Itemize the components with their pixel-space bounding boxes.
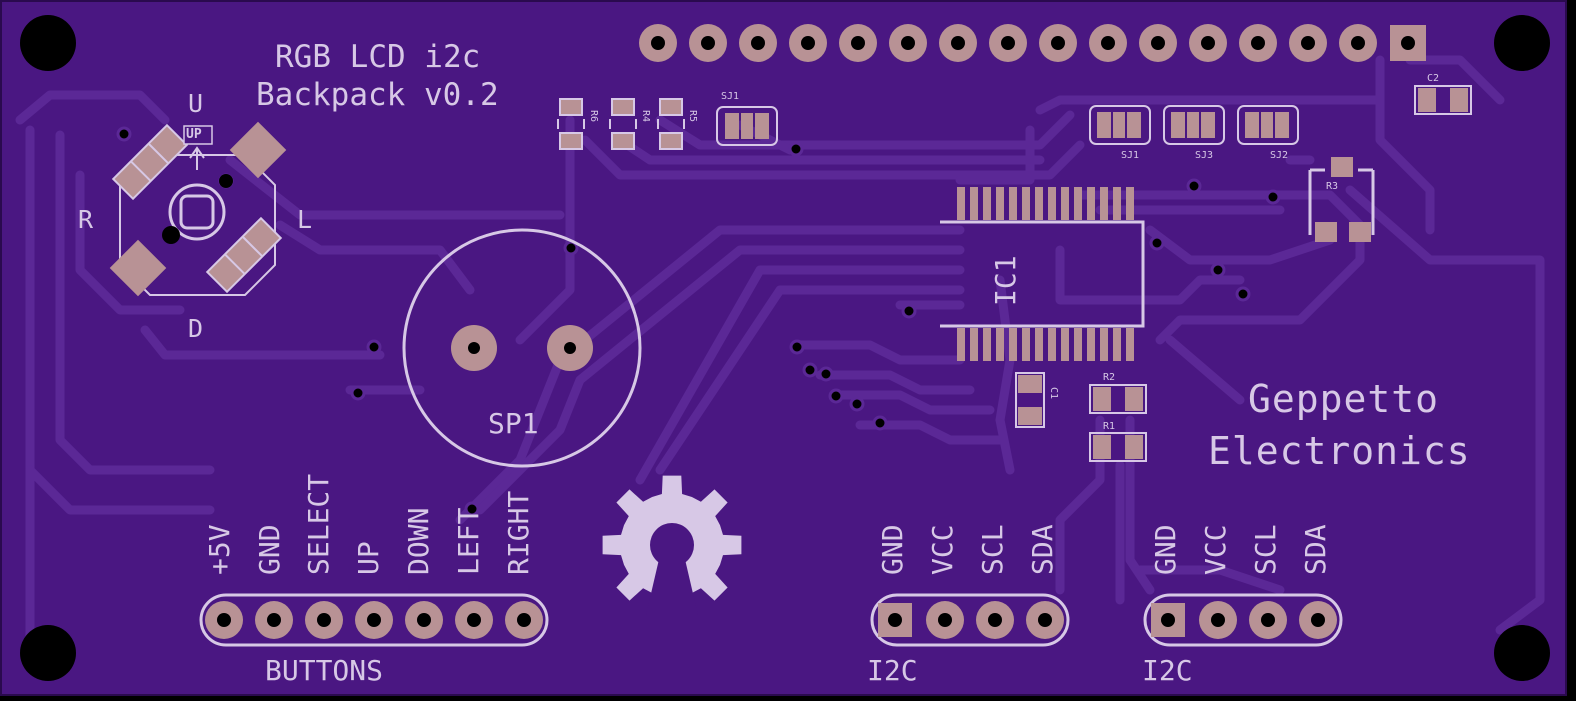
pin-label-gnd: GND [253, 524, 286, 575]
ic-pin [1087, 328, 1095, 361]
ic-pin [957, 187, 965, 220]
pin-label-5v: +5V [203, 524, 236, 575]
ic-pin [1061, 187, 1069, 220]
r6-label: R6 [588, 110, 599, 123]
ic-pin [1113, 328, 1121, 361]
ic1-chip [940, 187, 1145, 361]
buttons-header-label: BUTTONS [265, 654, 384, 687]
sj1-label: SJ1 [1121, 150, 1140, 161]
dpad-left-label: L [297, 205, 313, 234]
ic-pin [1100, 328, 1108, 361]
board-title-line2: Backpack v0.2 [256, 77, 499, 113]
ic-pin [1022, 187, 1030, 220]
ic-pin [1035, 328, 1043, 361]
ic-pin [1035, 187, 1043, 220]
ic-pin [996, 187, 1004, 220]
i2c1-pin-scl: SCL [976, 524, 1009, 575]
ic-pin [983, 187, 991, 220]
board-title-line1: RGB LCD i2c [275, 39, 481, 75]
ic-pin [970, 187, 978, 220]
r5-label: R5 [687, 110, 698, 123]
ic-pin [1087, 187, 1095, 220]
ic-pin [1100, 187, 1108, 220]
ic-pin [1022, 328, 1030, 361]
ic-pin [1074, 328, 1082, 361]
ic-pin [1009, 328, 1017, 361]
solder-jumpers [716, 105, 1299, 146]
brand-line1: Geppetto [1248, 377, 1440, 421]
ic-pin [957, 328, 965, 361]
i2c1-pin-gnd: GND [876, 524, 909, 575]
pin-label-down: DOWN [402, 507, 435, 575]
c1-label: C1 [1048, 387, 1059, 400]
ic-pin [1126, 187, 1134, 220]
ic-pin [1048, 328, 1056, 361]
i2c-header-1-pads [870, 593, 1070, 647]
mounting-hole-icon [20, 15, 1550, 681]
i2c-header-2-pads [1143, 593, 1343, 647]
sj2-label: SJ2 [1270, 150, 1289, 161]
pin-label-right: RIGHT [502, 490, 535, 575]
r1-label: R1 [1103, 421, 1116, 432]
ic-pin [996, 328, 1004, 361]
ic-pin [1048, 187, 1056, 220]
c2-label: C2 [1427, 73, 1440, 84]
r2-label: R2 [1103, 372, 1116, 383]
open-hardware-gear-icon [602, 475, 742, 615]
i2c2-pin-scl: SCL [1249, 524, 1282, 575]
i2c1-pin-vcc: VCC [926, 524, 959, 575]
ic-pin [1113, 187, 1121, 220]
dpad-up-marker: UP [186, 127, 202, 142]
pin-label-up: UP [352, 541, 385, 575]
r4-label: R4 [640, 110, 651, 123]
copper-traces [15, 55, 1545, 665]
trimmer-r3 [1308, 157, 1375, 242]
i2c2-pin-vcc: VCC [1199, 524, 1232, 575]
brand-line2: Electronics [1208, 429, 1471, 473]
dpad-right-label: R [78, 205, 94, 234]
i2c1-pin-sda: SDA [1026, 524, 1059, 575]
smd-resistors [559, 98, 683, 150]
i2c2-header-label: I2C [1142, 654, 1193, 687]
buttons-header-pads [199, 593, 549, 647]
sj3-label: SJ3 [1195, 150, 1214, 161]
r3-label: R3 [1326, 181, 1339, 192]
pin-label-left: LEFT [452, 507, 485, 575]
ic-pin [1061, 328, 1069, 361]
i2c1-header-label: I2C [867, 654, 918, 687]
ic-pin [970, 328, 978, 361]
dpad-up-label: U [188, 89, 204, 118]
dpad-down-label: D [188, 314, 204, 343]
dpad-switch-footprint [109, 121, 287, 297]
ic-pin [983, 328, 991, 361]
speaker-label: SP1 [488, 407, 539, 440]
i2c2-pin-sda: SDA [1299, 524, 1332, 575]
sj1-top-label: SJ1 [721, 91, 740, 102]
ic-pin [1009, 187, 1017, 220]
lcd-header-pads [639, 24, 1426, 62]
speaker-sp1 [402, 228, 642, 468]
i2c2-pin-gnd: GND [1149, 524, 1182, 575]
passives-c1-r1-r2 [1015, 372, 1147, 462]
pin-label-select: SELECT [302, 473, 335, 575]
ic-pin [1074, 187, 1082, 220]
ic1-label: IC1 [989, 255, 1022, 306]
capacitor-c2 [1414, 85, 1472, 115]
ic-pin [1126, 328, 1134, 361]
